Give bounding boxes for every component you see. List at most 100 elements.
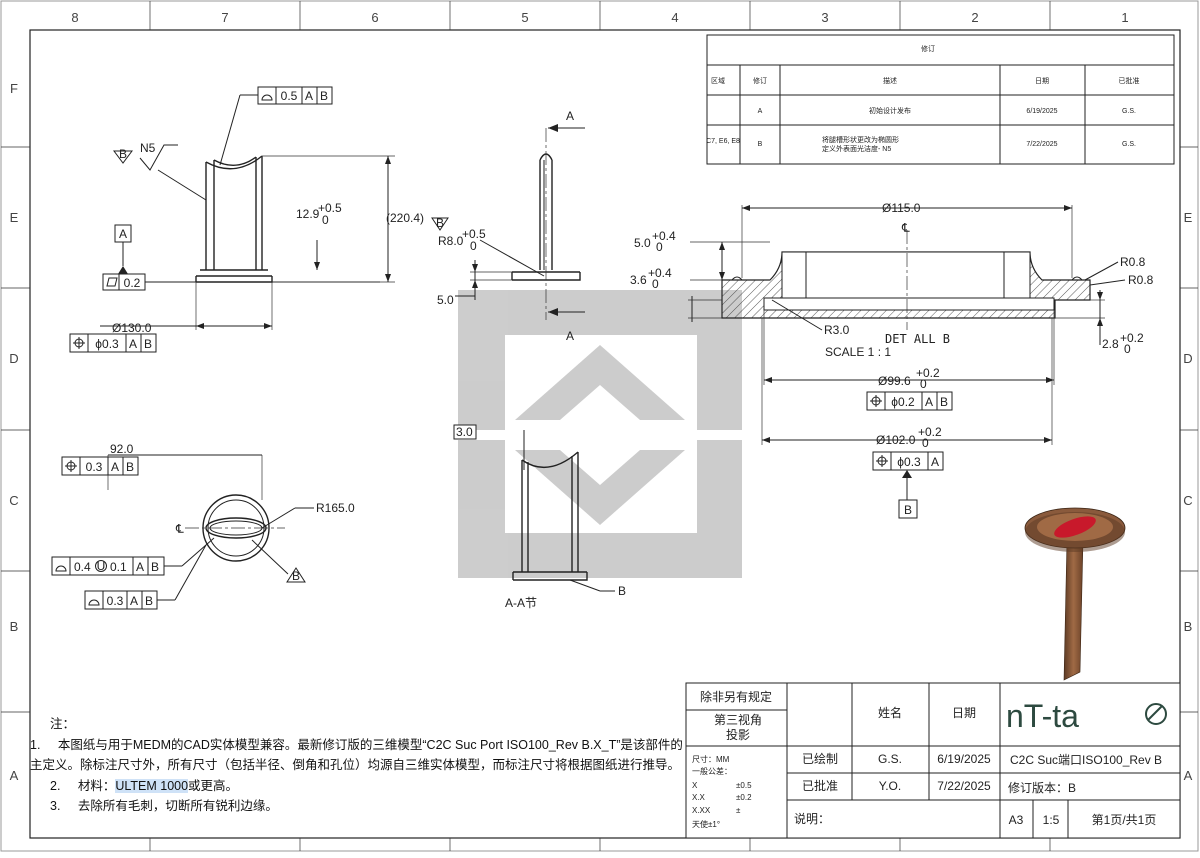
- revision-title: 修订: [921, 44, 935, 53]
- width-dim: 92.0: [110, 442, 134, 456]
- svg-text:ϕ0.2: ϕ0.2: [891, 395, 915, 409]
- svg-text:±0.2: ±0.2: [736, 793, 752, 802]
- notes-heading: 注：: [50, 717, 76, 731]
- material-highlight: ULTEM 1000: [115, 778, 189, 793]
- zone-column-labels: 8 7 6 5 4 3 2 1: [71, 10, 1128, 25]
- svg-text:A: A: [130, 594, 138, 608]
- zone-row: F: [10, 81, 18, 96]
- svg-text:B: B: [940, 395, 948, 409]
- svg-text:B: B: [119, 147, 127, 161]
- approved-label: 已批准: [802, 778, 838, 793]
- approved-date: 7/22/2025: [937, 779, 991, 793]
- front-view: 0.5 A B B N5 (220.4) 12.9 +0.5 0 A: [69, 86, 424, 353]
- profile-fcf-2: 0.3 A B: [84, 544, 207, 610]
- overall-height: (220.4): [386, 211, 424, 225]
- zone-row: C: [9, 493, 18, 508]
- radius-right-2: R0.8: [1128, 273, 1154, 287]
- svg-text:B: B: [904, 503, 912, 517]
- part-render: [1024, 507, 1126, 681]
- rev-header-date: 日期: [1035, 77, 1049, 85]
- rev-b-date: 7/22/2025: [1026, 141, 1057, 148]
- svg-text:0: 0: [470, 239, 477, 253]
- svg-text:+0.2: +0.2: [1120, 331, 1144, 345]
- rev-header-desc: 描述: [883, 76, 897, 85]
- svg-text:ϕ0.3: ϕ0.3: [95, 337, 119, 351]
- svg-text:A: A: [925, 395, 933, 409]
- datum-b: B: [898, 470, 918, 519]
- svg-text:ϕ0.3: ϕ0.3: [897, 455, 921, 469]
- left-dim: 5.0: [634, 236, 651, 250]
- svg-text:U: U: [97, 559, 106, 573]
- profile-surface-icon: [261, 94, 273, 101]
- svg-text:A: A: [129, 337, 137, 351]
- svg-text:0.1: 0.1: [110, 560, 127, 574]
- flatness-box: 0.2: [102, 273, 146, 291]
- zone-col: 5: [521, 10, 528, 25]
- svg-text:B: B: [436, 216, 444, 230]
- svg-text:A: A: [931, 455, 939, 469]
- svg-text:0.3: 0.3: [86, 460, 103, 474]
- section-letter-bottom: A: [566, 329, 574, 343]
- svg-text:+0.2: +0.2: [916, 366, 940, 380]
- note-1: 1. 本图纸与用于MEDM的CAD实体模型兼容。最新修订版的三维模型“C2C S…: [30, 737, 683, 752]
- svg-text:X.X: X.X: [692, 793, 706, 802]
- zone-col: 4: [671, 10, 678, 25]
- svg-text:B: B: [145, 594, 153, 608]
- date-header: 日期: [952, 706, 976, 720]
- title-block: 除非另有规定 第三视角 投影 尺寸：MM 一般公差： X ±0.5 X.X ±0…: [685, 682, 1181, 839]
- rev-a-date: 6/19/2025: [1026, 108, 1057, 115]
- approved-name: Y.O.: [879, 779, 901, 793]
- remarks-label: 说明：: [794, 811, 830, 826]
- outer-position-fcf: ϕ0.3 A: [872, 451, 944, 471]
- rev-b-approved: G.S.: [1122, 141, 1136, 148]
- side-view: A A R8.0 +0.5 0 B 5.0: [431, 109, 585, 343]
- section-caption: A-A节: [505, 596, 537, 610]
- zone-row: A: [1184, 768, 1193, 783]
- revision-table: 修订 区域 修订 描述 日期 已批准 A 初始设计发布 6/19/2025 G.…: [706, 34, 1175, 165]
- svg-text:B: B: [320, 89, 328, 103]
- svg-text:A: A: [111, 460, 119, 474]
- rev-header-approved: 已批准: [1119, 76, 1140, 85]
- name-header: 姓名: [878, 705, 902, 720]
- centerline-mark: ℄: [901, 221, 910, 235]
- svg-text:+0.5: +0.5: [318, 201, 342, 215]
- sheet-number: 第1页/共1页: [1092, 813, 1157, 827]
- svg-text:N5: N5: [140, 141, 156, 155]
- height-dim: 12.9: [296, 207, 320, 221]
- left-dim-2: 3.6: [630, 273, 647, 287]
- datum-a: A: [114, 224, 132, 274]
- part-title: C2C Suc端口ISO100_Rev B: [1010, 753, 1162, 767]
- zone-row-labels: F E D C B A E D C B A: [9, 81, 1192, 783]
- section-letter-top: A: [566, 109, 574, 123]
- unless-specified: 除非另有规定: [700, 689, 772, 704]
- svg-text:0: 0: [922, 436, 929, 450]
- position-fcf: ϕ0.3 A B: [69, 333, 157, 353]
- rev-header-zone: 区域: [711, 76, 725, 85]
- top-view: ℄ 92.0 0.3 A B R165.0 0.4: [51, 442, 355, 610]
- rev-b-rev: B: [758, 141, 763, 148]
- svg-text:X: X: [692, 781, 698, 790]
- watermark-logo: [458, 290, 742, 578]
- svg-text:±0.5: ±0.5: [736, 781, 752, 790]
- company-logo: nT-ta: [1006, 698, 1079, 734]
- rev-b-desc-2: 定义外表面光洁度- N5: [822, 144, 891, 153]
- inner-dia: Ø99.6: [878, 374, 911, 388]
- drawn-name: G.S.: [878, 752, 902, 766]
- svg-text:X.XX: X.XX: [692, 806, 711, 815]
- radius-dim: R8.0: [438, 234, 464, 248]
- svg-text:B: B: [126, 460, 134, 474]
- zone-col: 3: [821, 10, 828, 25]
- svg-text:+0.4: +0.4: [652, 229, 676, 243]
- note-1-cont: 主定义。除标注尺寸外，所有尺寸（包括半径、倒角和孔位）均源自三维实体模型，而标注…: [30, 758, 681, 772]
- zone-col: 8: [71, 10, 78, 25]
- radius-bottom: R3.0: [824, 323, 850, 337]
- radius-right-1: R0.8: [1120, 255, 1146, 269]
- svg-text:0: 0: [920, 377, 927, 391]
- right-dim: 2.8: [1102, 337, 1119, 351]
- top-dia: Ø115.0: [882, 201, 921, 215]
- svg-text:+0.4: +0.4: [648, 266, 672, 280]
- rev-a-rev: A: [758, 108, 763, 115]
- svg-text:+0.2: +0.2: [918, 425, 942, 439]
- svg-text:0: 0: [1124, 342, 1131, 356]
